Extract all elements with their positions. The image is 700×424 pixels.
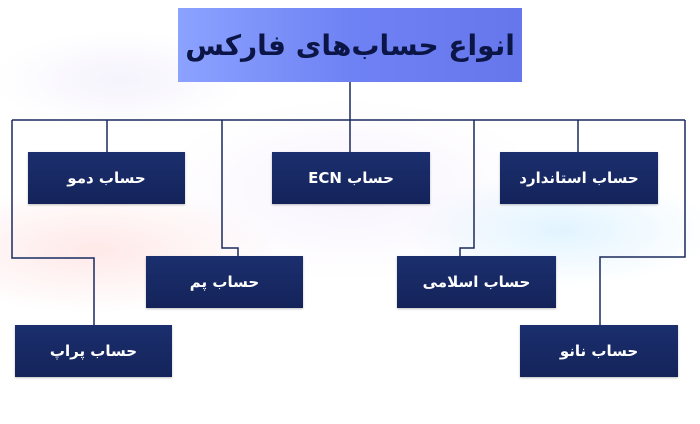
node-islamic-account: حساب اسلامی (397, 256, 556, 308)
node-pam-account: حساب پم (146, 256, 303, 308)
node-prop-account: حساب پراپ (15, 325, 172, 377)
node-demo-account: حساب دمو (28, 152, 185, 204)
node-ecn-account: حساب ECN (272, 152, 430, 204)
node-nano-account: حساب نانو (520, 325, 678, 377)
diagram-title: انواع حساب‌های فارکس (178, 8, 522, 82)
node-standard-account: حساب استاندارد (500, 152, 658, 204)
